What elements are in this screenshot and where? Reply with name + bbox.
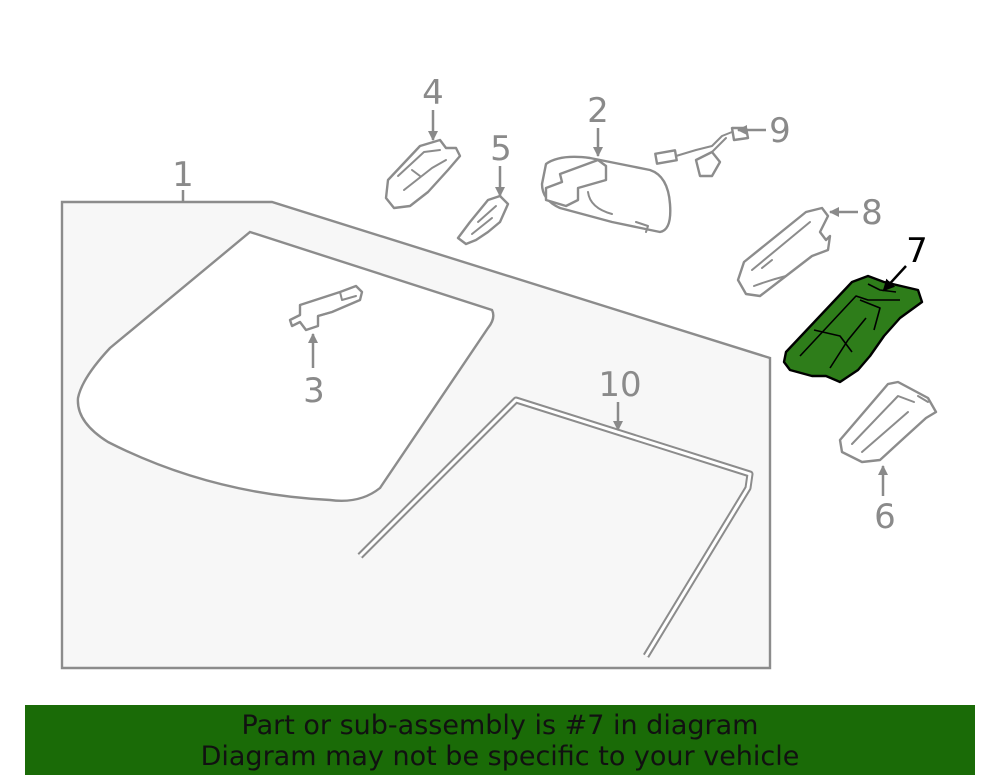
housing-part[interactable] [736, 206, 832, 298]
callout-2: 2 [587, 91, 609, 131]
callout-6: 6 [874, 497, 896, 537]
info-banner: Part or sub-assembly is #7 in diagram Di… [25, 705, 975, 775]
mirror-part[interactable] [540, 155, 672, 234]
banner-line-2: Diagram may not be specific to your vehi… [200, 741, 800, 772]
module-part-highlighted[interactable] [782, 274, 924, 384]
windshield-panel[interactable] [60, 200, 772, 670]
parts-diagram: 1 2 3 4 5 6 7 8 9 10 [60, 73, 938, 670]
banner-line-1: Part or sub-assembly is #7 in diagram [241, 710, 759, 741]
cover-part[interactable] [384, 138, 462, 210]
callout-9: 9 [769, 111, 791, 151]
callout-3: 3 [303, 371, 325, 411]
callout-4: 4 [422, 73, 444, 113]
callout-5: 5 [490, 129, 512, 169]
callout-7: 7 [906, 231, 928, 271]
leader-7 [882, 265, 907, 292]
callout-8: 8 [861, 193, 883, 233]
clip-part[interactable] [288, 284, 364, 332]
callout-10: 10 [598, 365, 641, 405]
wire-harness-part[interactable] [654, 126, 750, 178]
callout-1: 1 [172, 155, 194, 195]
bracket-part[interactable] [456, 194, 510, 246]
tray-part[interactable] [838, 380, 938, 464]
windshield-moulding[interactable] [357, 396, 754, 658]
glass-area [76, 230, 495, 502]
